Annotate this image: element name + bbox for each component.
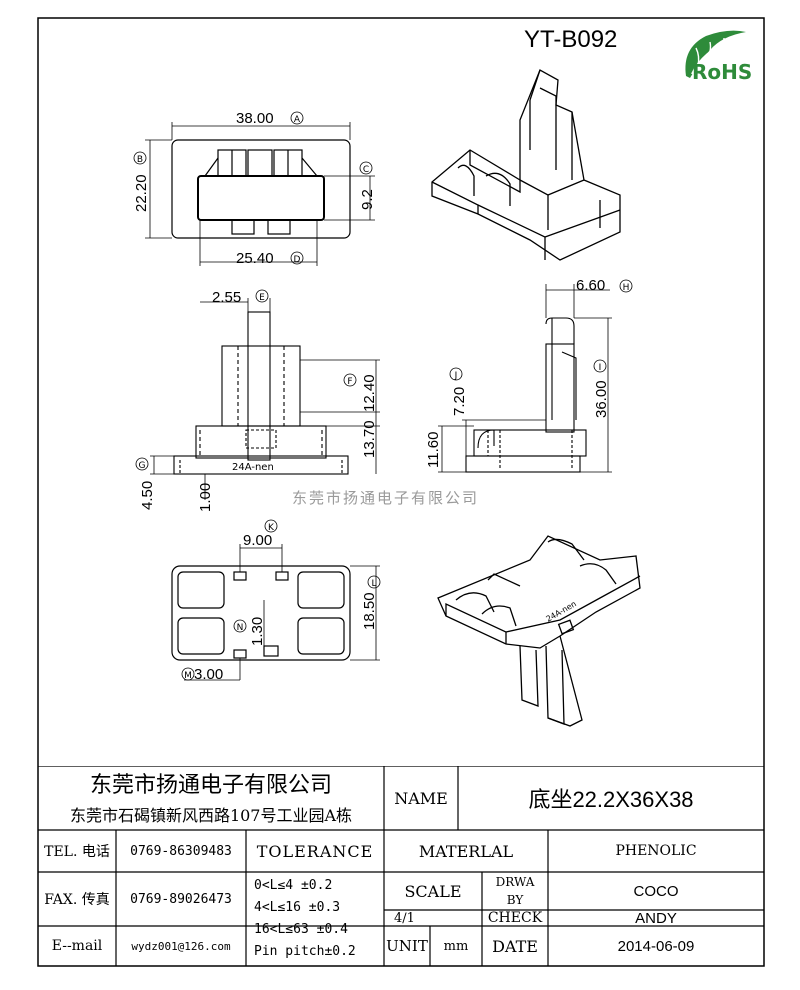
bottom-view (171, 544, 380, 681)
tel-value: 0769-86309483 (130, 843, 232, 859)
top-view-labels: 38.00 A 22.20 B 9.2 C 25.40 D (133, 110, 376, 267)
tag-c: C (363, 165, 369, 175)
front-view-labels: 2.55 E 12.40 F 13.70 4.50 G 1.00 24A-nen (135, 289, 378, 512)
dim-body-height: 13.70 (361, 420, 378, 458)
dim-side-depth: 6.60 (576, 277, 605, 294)
by-label: BY (506, 893, 524, 907)
tolerance-line-1: 0<L≤4 ±0.2 (254, 878, 333, 893)
dim-side-notch: 7.20 (451, 387, 468, 416)
email-value: wydz001@126.com (131, 939, 231, 953)
part-marking: 24A-nen (232, 462, 274, 473)
side-view-labels: 6.60 H 36.00 I 7.20 J 11.60 (425, 277, 633, 468)
tag-f: F (347, 377, 352, 387)
dim-top-height: 22.20 (133, 174, 150, 212)
tolerance-line-2: 4<L≤16 ±0.3 (254, 900, 341, 915)
drwa-label: DRWA (495, 875, 535, 889)
tag-n: N (237, 623, 244, 633)
model-number: YT-B092 (524, 26, 618, 53)
tolerance-label: TOLERANCE (256, 841, 374, 861)
date-value: 2014-06-09 (617, 937, 695, 955)
company-address: 东莞市石碣镇新风西路107号工业园A栋 (69, 806, 353, 825)
title-block-grid (38, 766, 764, 966)
dim-bottom-slot: 1.30 (249, 617, 266, 646)
tolerance-line-4: Pin pitch±0.2 (254, 944, 356, 959)
fax-value: 0769-89026473 (130, 891, 232, 907)
email-label: E--mail (51, 938, 103, 954)
iso-view-upright (431, 69, 621, 261)
tag-h: H (623, 283, 630, 293)
tag-b: B (137, 155, 143, 165)
drawn-by-value: COCO (633, 882, 679, 900)
scale-label: SCALE (404, 881, 462, 901)
tolerance-line-3: 16<L≤63 ±0.4 (254, 922, 348, 937)
tag-e: E (259, 293, 265, 303)
fax-label: FAX. 传真 (44, 892, 110, 908)
scale-value: 4/1 (394, 910, 415, 926)
rohs-logo: RoHS (676, 24, 768, 84)
material-label: MATERLAL (418, 841, 514, 861)
name-label: NAME (394, 788, 448, 808)
watermark-text: 东莞市扬通电子有限公司 (292, 489, 480, 507)
rohs-leaf-icon: RoHS (685, 30, 752, 84)
side-view (438, 284, 612, 473)
dim-bottom-pitch: 9.00 (243, 532, 272, 549)
sheet-frame (37, 17, 765, 967)
tag-i: I (599, 363, 602, 373)
dim-base-step: 1.00 (197, 483, 214, 512)
front-view (150, 298, 380, 500)
unit-value: mm (443, 938, 469, 954)
dim-bottom-pin: 3.00 (194, 666, 223, 683)
dim-bottom-height: 18.50 (361, 592, 378, 630)
top-view (145, 122, 375, 266)
bottom-view-labels: 9.00 K 18.50 L 1.30 N 3.00 M (181, 519, 381, 683)
tag-m: M (184, 671, 192, 681)
tag-k: K (268, 523, 275, 533)
unit-label: UNIT (386, 937, 428, 955)
dim-top-inner: 25.40 (236, 250, 274, 267)
tag-j: J (454, 371, 458, 381)
dim-pin-width: 2.55 (212, 289, 241, 306)
dim-top-slot: 9.2 (359, 189, 376, 210)
tag-g: G (139, 461, 146, 471)
rohs-text: RoHS (692, 60, 752, 84)
material-value: PHENOLIC (615, 843, 697, 859)
date-label: DATE (492, 936, 538, 956)
dim-pin-height: 12.40 (361, 374, 378, 412)
tag-d: D (294, 255, 301, 265)
dim-side-total: 36.00 (593, 380, 610, 418)
part-name: 底坐22.2X36X38 (528, 787, 694, 812)
tag-a: A (294, 115, 301, 125)
company-name: 东莞市扬通电子有限公司 (89, 773, 332, 798)
iso-view-inverted (437, 535, 641, 727)
tel-label: TEL. 电话 (44, 844, 110, 860)
title-block: 东莞市扬通电子有限公司 东莞市石碣镇新风西路107号工业园A栋 NAME 底坐2… (38, 766, 764, 966)
dim-top-width: 38.00 (236, 110, 274, 127)
check-value: ANDY (635, 909, 677, 927)
dim-side-base: 11.60 (425, 432, 442, 468)
check-label: CHECK (487, 910, 543, 926)
tag-l: L (371, 579, 376, 589)
dim-flange: 4.50 (139, 481, 156, 510)
